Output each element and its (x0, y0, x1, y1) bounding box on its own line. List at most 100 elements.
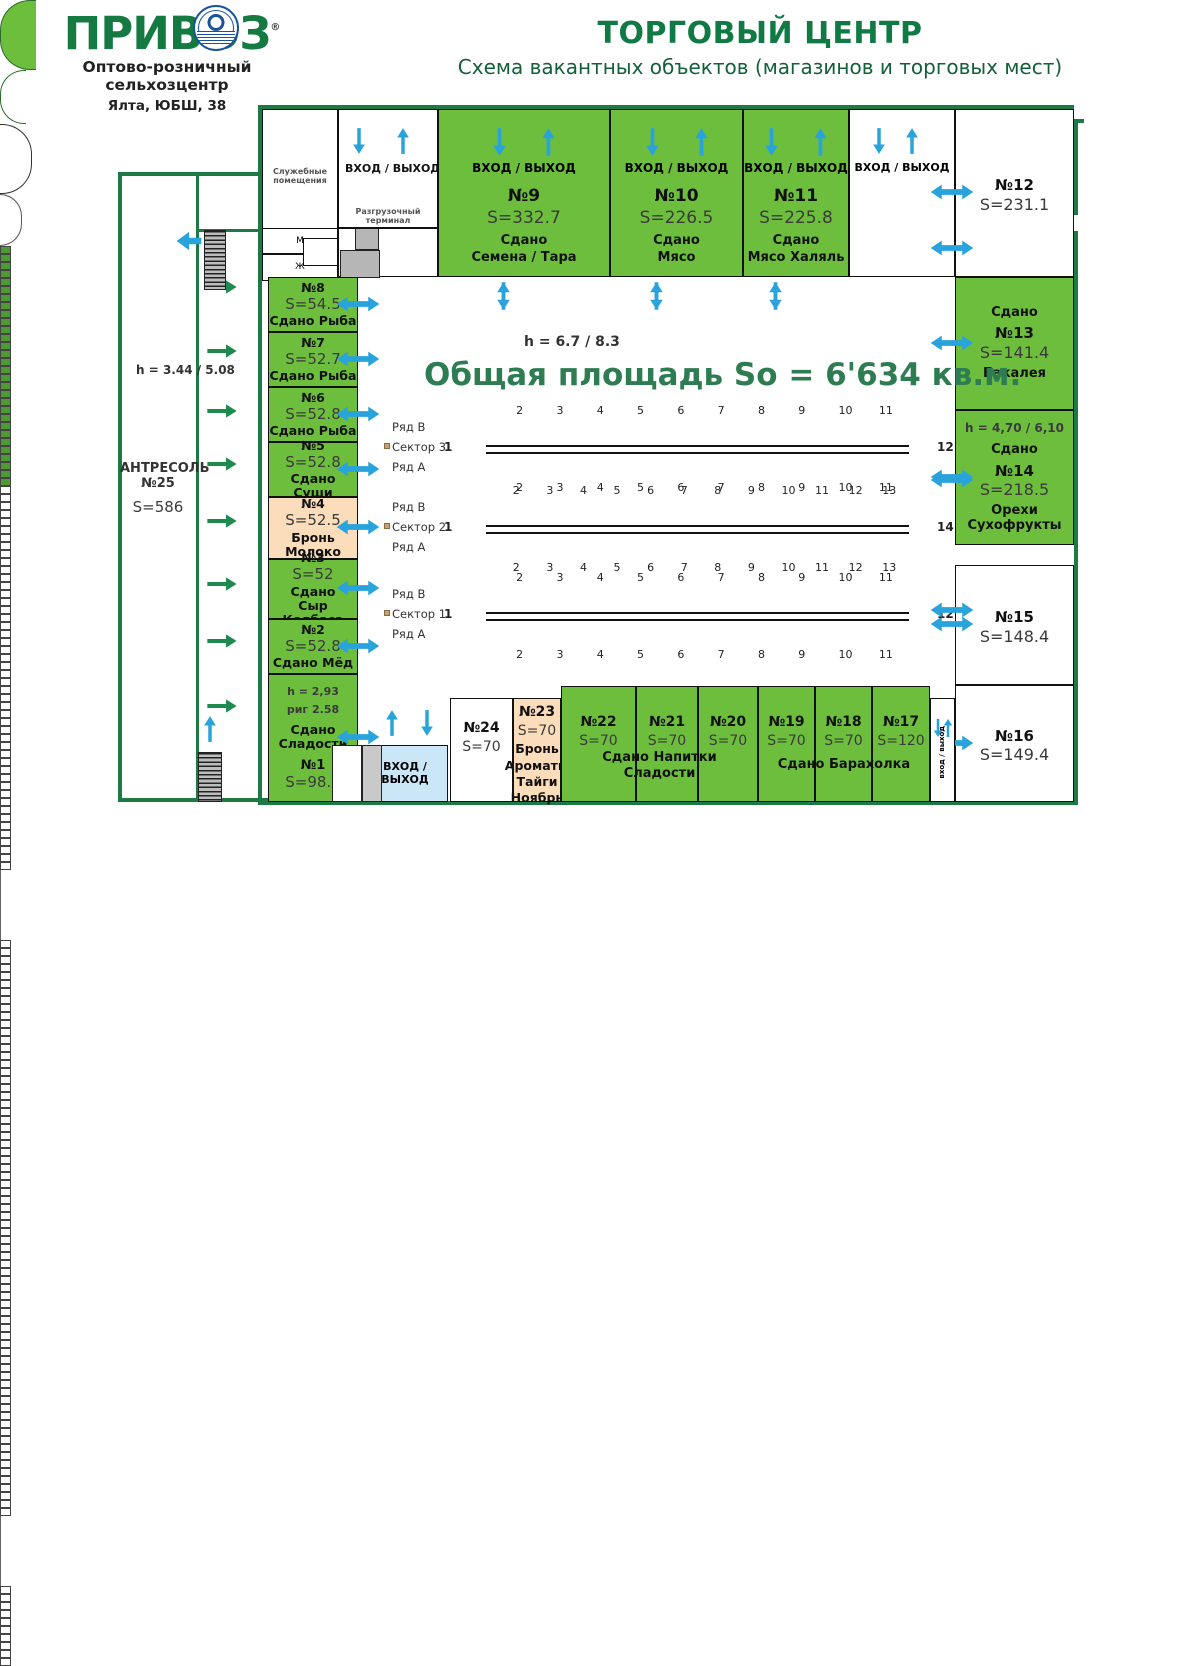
stall-cell[interactable] (0, 366, 11, 374)
stall-cell[interactable] (0, 1340, 11, 1348)
stall-cell[interactable] (0, 806, 11, 814)
stall-cell[interactable] (0, 1372, 11, 1380)
stall-cell[interactable] (0, 510, 11, 518)
stall-cell[interactable] (0, 1156, 11, 1164)
stall-cell[interactable] (0, 1610, 11, 1618)
stall-cell[interactable] (0, 758, 11, 766)
stall-cell[interactable] (0, 430, 11, 438)
stall-cell[interactable] (0, 1492, 11, 1500)
stall-cell[interactable] (0, 350, 11, 358)
stall-cell[interactable] (0, 1626, 11, 1634)
stall-cell[interactable] (0, 1004, 11, 1012)
stall-cell[interactable] (0, 518, 11, 526)
stall-cell[interactable] (0, 1618, 11, 1626)
stall-cell[interactable] (0, 686, 11, 694)
stall-cell[interactable] (0, 830, 11, 838)
stall-cell[interactable] (0, 1348, 11, 1356)
stall-cell[interactable] (0, 670, 11, 678)
stall-cell[interactable] (0, 478, 11, 486)
stall-cell[interactable] (0, 1188, 11, 1196)
stall-cell[interactable] (0, 382, 11, 390)
stall-cell[interactable] (0, 1316, 11, 1324)
stall-cell[interactable] (0, 774, 11, 782)
stall-cell[interactable] (0, 262, 11, 270)
stall-cell[interactable] (0, 1028, 11, 1036)
stall-cell[interactable] (0, 1500, 11, 1508)
stall-cell[interactable] (0, 606, 11, 614)
stall-cell[interactable] (0, 574, 11, 582)
stall-cell[interactable] (0, 1068, 11, 1076)
stall-cell[interactable] (0, 502, 11, 510)
stall-cell[interactable] (0, 1658, 11, 1666)
stall-cell[interactable] (0, 254, 11, 262)
stall-cell[interactable] (0, 956, 11, 964)
stall-cell[interactable] (0, 270, 11, 278)
stall-cell[interactable] (0, 1602, 11, 1610)
stall-cell[interactable] (0, 1148, 11, 1156)
stall-cell[interactable] (0, 702, 11, 710)
stall-cell[interactable] (0, 854, 11, 862)
bottom-right-entrance-zone[interactable]: вход / выход (930, 698, 955, 802)
stall-cell[interactable] (0, 646, 11, 654)
stall-cell[interactable] (0, 678, 11, 686)
stall-cell[interactable] (0, 710, 11, 718)
stall-cell[interactable] (0, 470, 11, 478)
stall-cell[interactable] (0, 414, 11, 422)
stall-cell[interactable] (0, 988, 11, 996)
stall-cell[interactable] (0, 1388, 11, 1396)
stall-cell[interactable] (0, 1084, 11, 1092)
stall-cell[interactable] (0, 1404, 11, 1412)
stall-cell[interactable] (0, 750, 11, 758)
stall-cell[interactable] (0, 1642, 11, 1650)
stall-cell[interactable] (0, 1020, 11, 1028)
stall-cell[interactable] (0, 1428, 11, 1436)
stall-cell[interactable] (0, 948, 11, 956)
stall-cell[interactable] (0, 814, 11, 822)
stall-cell[interactable] (0, 790, 11, 798)
stall-cell[interactable] (0, 246, 11, 254)
stall-cell[interactable] (0, 694, 11, 702)
stall-cell[interactable] (0, 638, 11, 646)
stall-cell[interactable] (0, 1164, 11, 1172)
stall-cell[interactable] (0, 1260, 11, 1268)
stall-cell[interactable] (0, 446, 11, 454)
stall-cell[interactable] (0, 286, 11, 294)
stall-cell[interactable] (0, 964, 11, 972)
stall-cell[interactable] (0, 462, 11, 470)
stall-cell[interactable] (0, 1476, 11, 1484)
stall-cell[interactable] (0, 1236, 11, 1244)
stall-cell[interactable] (0, 1468, 11, 1476)
stall-cell[interactable] (0, 1228, 11, 1236)
stall-cell[interactable] (0, 278, 11, 286)
stall-cell[interactable] (0, 1036, 11, 1044)
stall-cell[interactable] (0, 566, 11, 574)
stall-cell[interactable] (0, 1140, 11, 1148)
stall-cell[interactable] (0, 980, 11, 988)
stall-cell[interactable] (0, 1060, 11, 1068)
stall-cell[interactable] (0, 940, 11, 948)
stall-cell[interactable] (0, 1412, 11, 1420)
stall-cell[interactable] (0, 822, 11, 830)
stall-cell[interactable] (0, 798, 11, 806)
stall-cell[interactable] (0, 294, 11, 302)
stall-cell[interactable] (0, 1284, 11, 1292)
stall-cell[interactable] (0, 358, 11, 366)
stall-cell[interactable] (0, 406, 11, 414)
stall-cell[interactable] (0, 1196, 11, 1204)
stall-cell[interactable] (0, 1244, 11, 1252)
stall-cell[interactable] (0, 1268, 11, 1276)
stall-cell[interactable] (0, 422, 11, 430)
stall-cell[interactable] (0, 838, 11, 846)
stall-cell[interactable] (0, 1364, 11, 1372)
